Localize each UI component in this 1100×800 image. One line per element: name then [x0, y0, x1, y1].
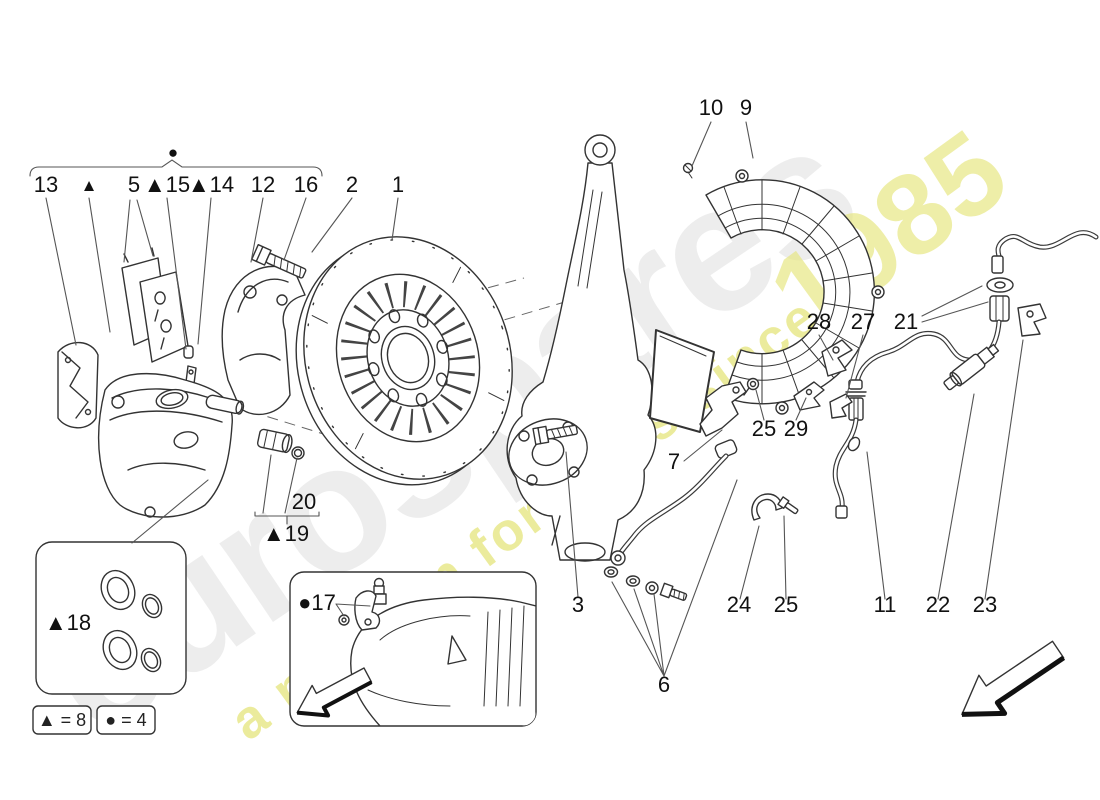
callout-11: 11: [874, 592, 897, 617]
brake-pad-shim: [57, 341, 99, 429]
callout-25-bottom: 25: [774, 592, 798, 617]
bracket-kit-box: [289, 571, 537, 727]
callout-7: 7: [668, 449, 680, 474]
callout-19: ▲19: [263, 521, 309, 546]
callout-22: 22: [926, 592, 950, 617]
abs-sensor: [943, 343, 1000, 391]
clamp-bolt: [777, 496, 799, 515]
shield-screw: [682, 162, 694, 179]
callout-13: 13: [34, 172, 58, 197]
direction-arrow-large: [961, 640, 1066, 717]
callout-3: 3: [572, 592, 584, 617]
brake-caliper: [97, 373, 233, 518]
sensor-bracket: [699, 381, 747, 437]
callout-14: ▲14: [188, 172, 234, 197]
pipe-fittings: [986, 255, 1014, 322]
callout-5: 5: [128, 172, 140, 197]
callout-triangle: ▲: [81, 176, 98, 195]
callout-15: ▲15: [144, 172, 190, 197]
hose-clamp: [751, 493, 799, 521]
callout-12: 12: [251, 172, 275, 197]
direction-arrow-small: [296, 667, 373, 718]
leader-lines: [29, 121, 1024, 677]
caliper-inset: [350, 577, 536, 726]
callout-17: ●17: [298, 590, 336, 615]
hose-bracket-28: [821, 339, 853, 377]
cable-bolt-25: [743, 377, 760, 396]
seal-kit-box: [35, 541, 187, 695]
guide-bushing: [256, 428, 305, 460]
callout-labels: ● 13 ▲ 5 ▲15 ▲14 12 16 2 1 10 9 28 27 21…: [34, 95, 997, 697]
brake-pipe: [995, 230, 1099, 259]
brake-hose-lower: [832, 417, 861, 519]
shield-plate: [649, 329, 715, 433]
pipe-clip-23: [1017, 303, 1047, 337]
callout-1: 1: [392, 172, 404, 197]
shield-ribs: [723, 179, 873, 405]
callout-28: 28: [807, 309, 831, 334]
mounting-bolt: [251, 243, 307, 279]
callout-25-mid: 25: [752, 416, 776, 441]
hose-clip-27: [829, 393, 853, 419]
callout-29: 29: [784, 416, 808, 441]
inset-bracket-17: [338, 590, 381, 631]
callout-27: 27: [851, 309, 875, 334]
callout-group-dot: ●: [168, 143, 178, 162]
callout-20: 20: [292, 489, 316, 514]
legend-dot-box: ● = 4: [96, 705, 156, 735]
disc-index-marks: [311, 266, 505, 450]
legend-triangle-box: ▲ = 8: [32, 705, 92, 735]
callout-9: 9: [740, 95, 752, 120]
o-ring: [291, 446, 305, 460]
callout-10: 10: [699, 95, 723, 120]
callout-2: 2: [346, 172, 358, 197]
guide-pin: [205, 394, 245, 415]
legend-dot-label: ● = 4: [105, 710, 146, 730]
brake-disc: [295, 236, 513, 486]
legend-triangle-label: ▲ = 8: [38, 710, 86, 730]
callout-18: ▲18: [45, 610, 91, 635]
hub-bolt: [532, 424, 578, 446]
callout-6: 6: [658, 672, 670, 697]
callout-23: 23: [973, 592, 997, 617]
hose-connector: [845, 379, 867, 421]
caliper-bracket: [221, 265, 306, 416]
seal-rings: [100, 569, 163, 673]
callout-21: 21: [894, 309, 918, 334]
abs-sensor-cable: [610, 439, 738, 566]
callout-16: 16: [294, 172, 318, 197]
brake-pads: [121, 247, 189, 363]
cable-fasteners: [603, 566, 688, 601]
callout-24: 24: [727, 592, 751, 617]
legend: ▲ = 8 ● = 4: [32, 705, 156, 735]
